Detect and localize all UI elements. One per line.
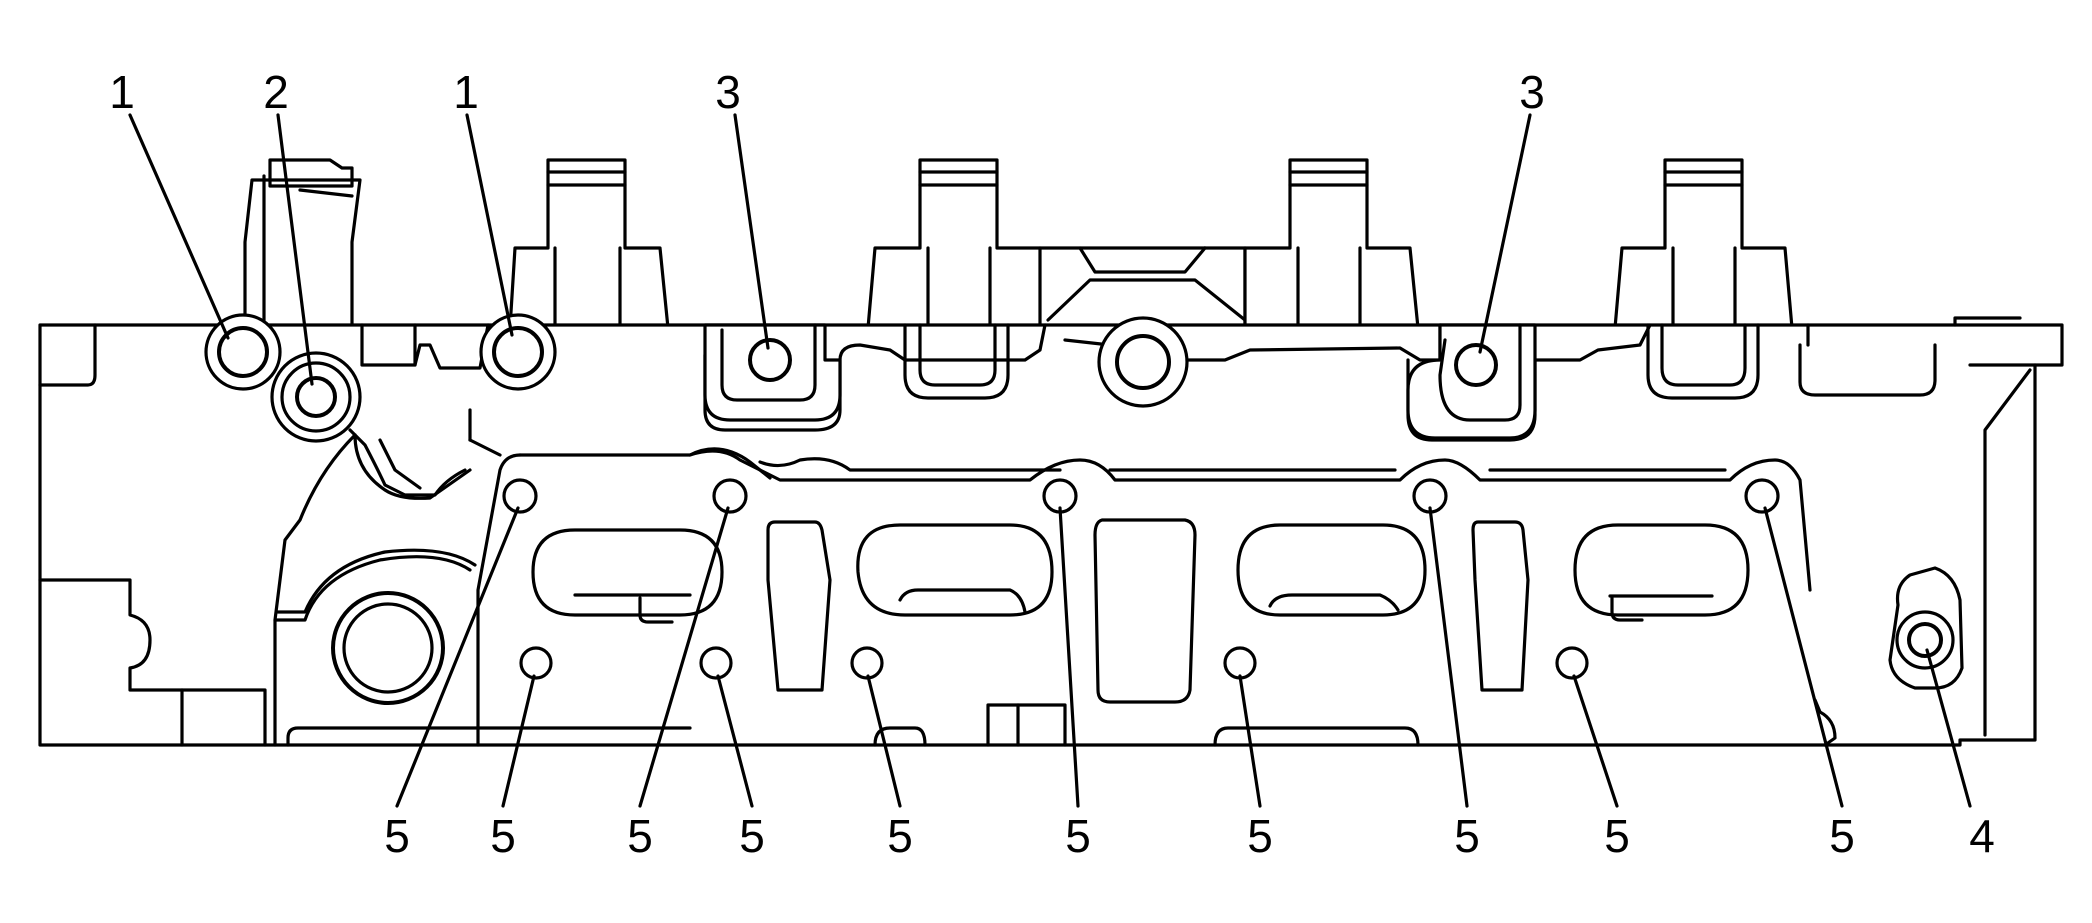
leader-4 <box>1925 648 1972 808</box>
head-body <box>38 316 2064 747</box>
callout-3-right: 3 <box>1519 66 1545 118</box>
leader-5-08 <box>1428 506 1469 808</box>
bolt-3-right <box>1406 323 1537 440</box>
callout-5-02: 5 <box>490 810 516 862</box>
leader-3a <box>733 113 770 350</box>
leader-2 <box>276 113 314 386</box>
callout-3-left: 3 <box>715 66 741 118</box>
left-branch <box>348 428 467 497</box>
callout-4: 4 <box>1969 810 1995 862</box>
callout-5-09: 5 <box>1604 810 1630 862</box>
leader-5-05 <box>866 674 902 808</box>
leader-5-03 <box>638 506 730 808</box>
leader-5-06 <box>1058 506 1080 808</box>
leader-lines <box>128 113 1972 808</box>
callout-2: 2 <box>263 66 289 118</box>
leader-3b <box>1478 113 1532 354</box>
bolt-4 <box>1888 566 1964 690</box>
cam-tower-2 <box>866 158 1050 330</box>
callout-labels: 1 2 1 3 3 5 5 5 5 5 5 5 5 5 5 4 <box>109 66 1995 862</box>
tower-bridge <box>1038 246 1247 330</box>
bottom-edge <box>286 698 1837 747</box>
leader-5-10 <box>1763 506 1844 808</box>
leader-5-01 <box>395 506 520 808</box>
cam-tower-1 <box>508 158 670 330</box>
bolt-1-left <box>204 313 282 391</box>
deck-outline <box>353 408 1812 747</box>
callout-1-right: 1 <box>453 66 479 118</box>
leader-1b <box>465 113 514 337</box>
callout-5-05: 5 <box>887 810 913 862</box>
cam-tower-3 <box>1243 158 1420 330</box>
cam-tower-4 <box>1613 158 1794 330</box>
leader-5-02 <box>501 674 536 808</box>
bolt-3-left <box>703 323 842 422</box>
left-end <box>273 433 477 747</box>
callout-bolts <box>204 313 1537 443</box>
bolt-2 <box>270 351 362 443</box>
callout-5-07: 5 <box>1247 810 1273 862</box>
leader-5-04 <box>716 674 754 808</box>
bolt-1-right <box>479 313 557 391</box>
callout-5-06: 5 <box>1065 810 1091 862</box>
callout-5-01: 5 <box>384 810 410 862</box>
leader-5-07 <box>1238 674 1262 808</box>
callout-5-10: 5 <box>1829 810 1855 862</box>
leader-5-09 <box>1572 674 1619 808</box>
callout-1-left: 1 <box>109 66 135 118</box>
bolt-center <box>1097 316 1189 408</box>
callout-5-04: 5 <box>739 810 765 862</box>
callout-5-08: 5 <box>1454 810 1480 862</box>
top-bosses <box>243 158 1794 330</box>
callout-5-03: 5 <box>627 810 653 862</box>
leader-1a <box>128 113 230 340</box>
